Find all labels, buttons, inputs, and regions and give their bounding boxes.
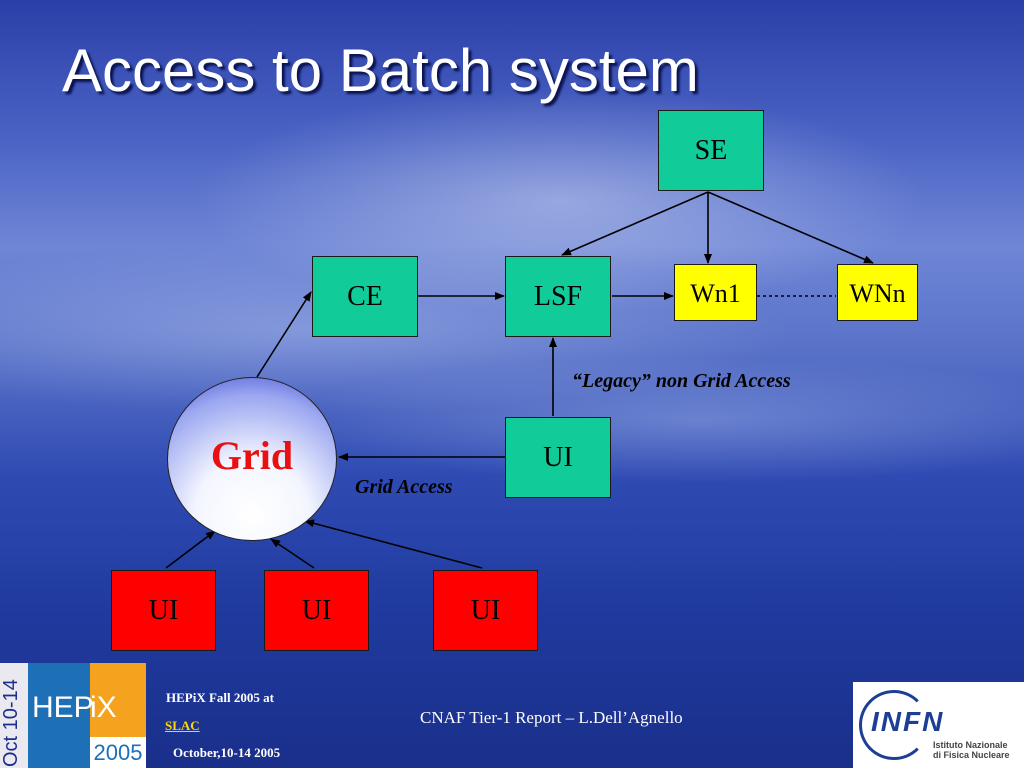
wnn-node: WNn bbox=[837, 264, 918, 321]
slide-title: Access to Batch system bbox=[62, 37, 699, 104]
ce-label: CE bbox=[347, 281, 383, 312]
se-label: SE bbox=[694, 135, 728, 166]
logo-ix-text: iX bbox=[90, 691, 117, 724]
infn-logo: INFN Istituto Nazionale di Fisica Nuclea… bbox=[853, 682, 1024, 768]
grid-label: Grid bbox=[210, 432, 294, 478]
ui-user-node-1: UI bbox=[111, 570, 216, 651]
arrow-ui3-to-grid bbox=[304, 519, 483, 569]
infn-subtitle-line-1: Istituto Nazionale bbox=[933, 740, 1008, 750]
legacy-access-caption: “Legacy” non Grid Access bbox=[572, 370, 791, 392]
arrow-grid-to-ce bbox=[256, 291, 312, 378]
logo-hep-text: HEP bbox=[32, 691, 94, 724]
arrow-ui2-to-grid bbox=[270, 538, 315, 569]
wn1-label: Wn1 bbox=[690, 279, 741, 308]
hepix-logo: Oct 10-14 HEP iX 2005 bbox=[0, 663, 146, 768]
ui-user-label-2: UI bbox=[301, 595, 332, 626]
arrow-ui1-to-grid bbox=[165, 530, 216, 569]
grid-node: Grid bbox=[167, 377, 337, 541]
ce-node: CE bbox=[312, 256, 418, 337]
footer-report-title: CNAF Tier-1 Report – L.Dell’Agnello bbox=[420, 708, 683, 727]
footer-date: October,10-14 2005 bbox=[173, 745, 281, 760]
ui-user-node-3: UI bbox=[433, 570, 538, 651]
ui-local-label: UI bbox=[543, 442, 573, 473]
ui-user-node-2: UI bbox=[264, 570, 369, 651]
se-node: SE bbox=[658, 110, 764, 191]
wnn-label: WNn bbox=[849, 279, 906, 308]
footer-slac-link[interactable]: SLAC bbox=[165, 718, 200, 733]
infn-ring-icon bbox=[859, 690, 929, 760]
grid-access-caption: Grid Access bbox=[355, 476, 453, 498]
lsf-node: LSF bbox=[505, 256, 611, 337]
wn1-node: Wn1 bbox=[674, 264, 757, 321]
logo-year-text: 2005 bbox=[90, 737, 146, 768]
footer-event: HEPiX Fall 2005 at bbox=[166, 690, 274, 705]
logo-side-text: Oct 10-14 bbox=[0, 679, 22, 767]
ui-user-label-1: UI bbox=[148, 595, 179, 626]
infn-mark: INFN bbox=[871, 706, 945, 737]
ui-user-label-3: UI bbox=[470, 595, 501, 626]
infn-subtitle-line-2: di Fisica Nucleare bbox=[933, 750, 1010, 760]
ui-local-node: UI bbox=[505, 417, 611, 498]
arrow-se-to-lsf bbox=[561, 191, 709, 256]
lsf-label: LSF bbox=[533, 281, 583, 312]
arrow-se-to-wnn bbox=[707, 191, 874, 264]
infn-subtitle: Istituto Nazionale di Fisica Nucleare bbox=[933, 740, 1010, 760]
